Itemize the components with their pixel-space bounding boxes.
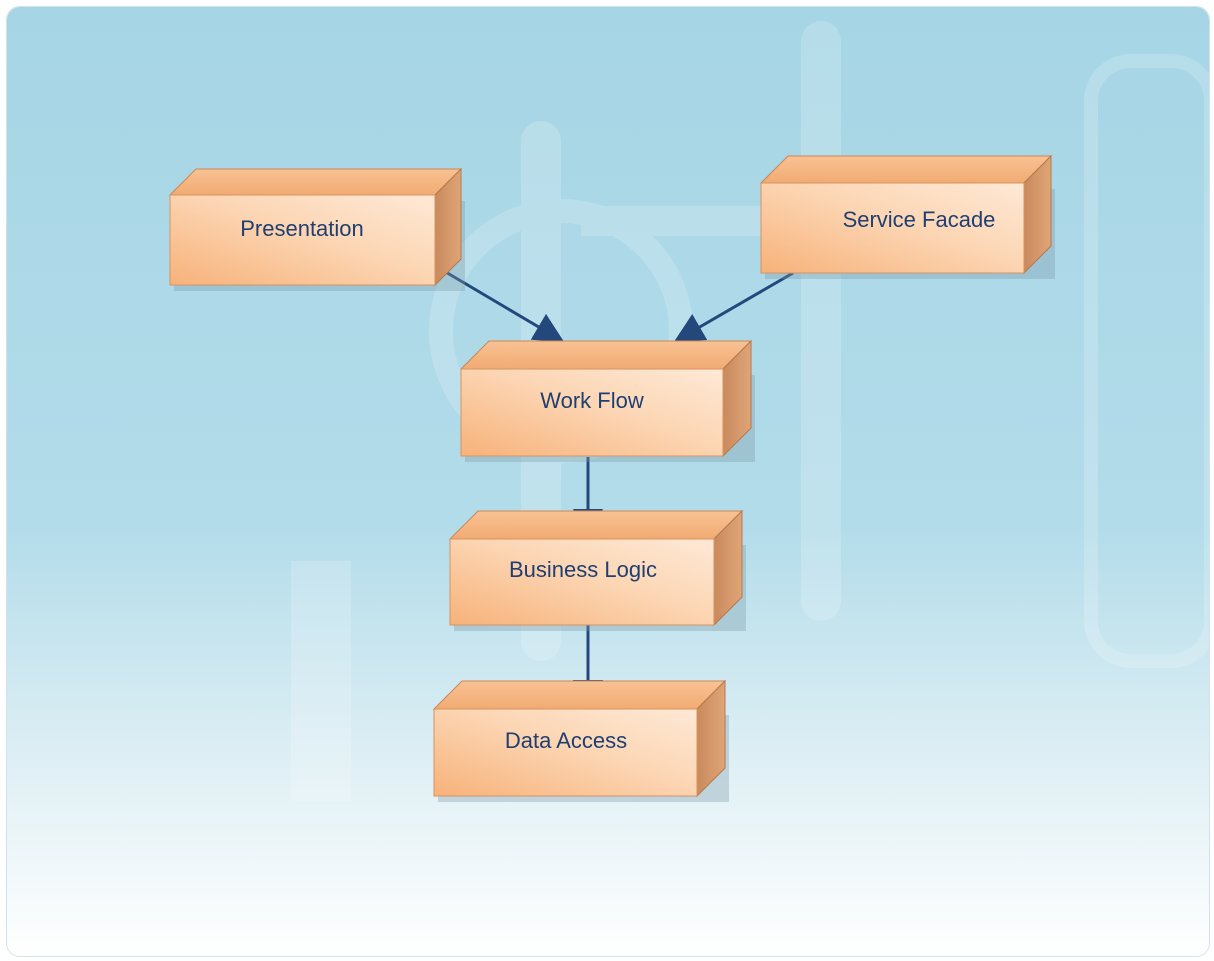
work-flow-label: Work Flow: [540, 388, 644, 413]
arrow-presentation-to-work-flow: [443, 269, 565, 343]
business-logic-box: Business Logic: [448, 509, 746, 631]
diagram-canvas: Presentation Service Facade Work Flow: [6, 6, 1210, 957]
background: [7, 7, 1209, 956]
service-facade-label: Service Facade: [843, 207, 996, 232]
service-facade-box: Service Facade: [759, 154, 1055, 279]
arrow-service-facade-to-work-flow: [673, 271, 794, 343]
work-flow-box: Work Flow: [459, 339, 755, 462]
data-access-label: Data Access: [505, 728, 627, 753]
nodes: Presentation Service Facade Work Flow: [168, 154, 1055, 802]
architecture-diagram: Presentation Service Facade Work Flow: [7, 7, 1209, 956]
data-access-box: Data Access: [432, 679, 729, 802]
business-logic-label: Business Logic: [509, 557, 657, 582]
presentation-label: Presentation: [240, 216, 364, 241]
presentation-box: Presentation: [168, 167, 465, 291]
